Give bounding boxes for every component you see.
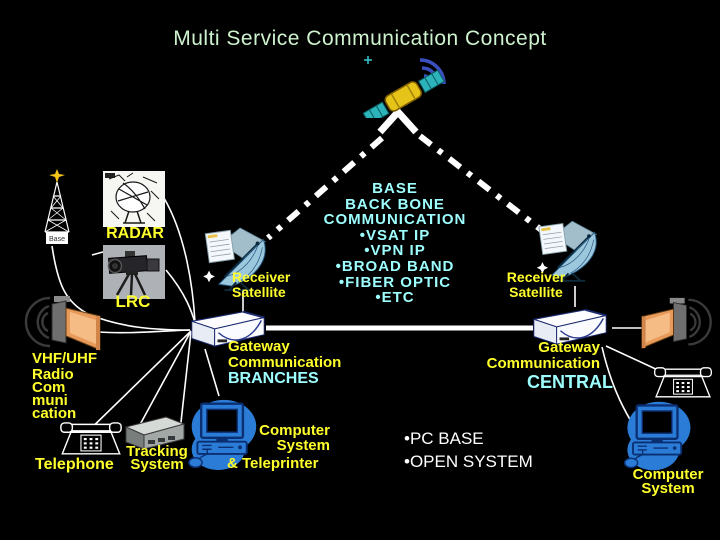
label-line: System [130,456,184,473]
receiver-satellite-label-central: Receiver Satellite [497,270,575,300]
pc-base-notes: •PC BASE •OPEN SYSTEM [404,427,533,473]
label-line: Computer [259,422,330,439]
apex-chevron [377,106,419,135]
label-line: •ETC [375,289,415,307]
gateway-router-icon [528,306,612,346]
label-line: System [641,480,695,497]
gateway-communication-label-central: Gateway Communication [470,340,600,372]
gateway-router-icon [188,308,268,348]
label-line: COMMUNICATION [323,211,467,229]
lrc-label: LRC [115,292,151,311]
star-icon [49,169,65,183]
label-line: Receiver [506,269,566,285]
tower-base-label: Base [49,236,65,243]
antenna-tower-icon: Base [34,168,80,248]
label-line: Gateway [538,339,600,356]
label-line: BACK BONE [345,195,445,213]
gateway-communication-label-branches: Gateway Communication [228,339,341,371]
lrc-device-image [103,245,165,299]
label-line: •PC BASE [404,429,484,448]
sparkle-icon [536,262,549,274]
label-line: Com [32,379,66,396]
vhf-uhf-label: VHF/UHF [32,350,97,367]
computer-icon [620,398,696,474]
sparkle-icon [203,270,215,283]
tracking-system-box-icon [122,415,188,451]
radar-image [103,171,165,227]
branches-label: BRANCHES [228,370,319,387]
label-line: Tracking [126,443,188,460]
label-line: •OPEN SYSTEM [404,452,533,471]
label-line: muni [32,392,68,409]
label-line: •VPN IP [364,242,426,260]
label-line: Computer [632,466,704,483]
receiver-satellite-dish-icon [535,218,615,284]
label-line: Gateway [228,338,290,355]
central-label: CENTRAL [527,372,613,392]
vhf-loudspeaker-icon [16,294,102,352]
backbone-text-block: BASE BACK BONE COMMUNICATION •VSAT IP •V… [305,181,485,306]
label-line: Satellite [509,284,563,300]
label-line: Communication [228,354,342,371]
communication-satellite-icon [358,54,458,118]
label-line: BASE [372,180,418,197]
radar-label: RADAR [106,225,164,242]
telephone-label: Telephone [35,456,114,473]
sparkle-icon [364,56,372,64]
label-line: Receiver [232,269,291,285]
telephone-icon [58,415,124,461]
telephone-icon [652,362,714,402]
receiver-satellite-dish-icon [200,226,286,292]
label-line: Satellite [232,284,286,300]
label-line: •BROAD BAND [335,257,455,275]
label-line: •FIBER OPTIC [338,273,452,291]
label-line: Communication [486,355,600,372]
central-loudspeaker-icon [640,290,720,356]
computer-icon [186,395,260,475]
label-line: •VSAT IP [359,226,431,244]
receiver-satellite-label-branches: Receiver Satellite [232,270,290,300]
label-line: cation [32,405,77,422]
radio-communication-label: Radio Com muni cation [32,366,77,422]
computer-system-label-branches: Computer System [230,423,330,453]
computer-system-label-central: Computer System [621,466,715,497]
label-line: Radio [32,366,74,383]
teleprinter-label: & Teleprinter [227,455,319,472]
label-line: System [276,437,330,454]
slide-title: Multi Service Communication Concept [173,27,547,50]
tracking-system-label: Tracking System [120,443,194,473]
